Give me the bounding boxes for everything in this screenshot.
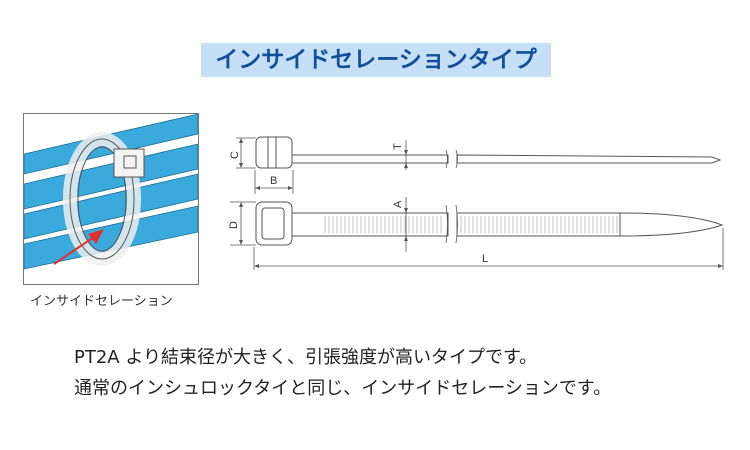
dim-label-d: D	[228, 221, 240, 229]
dim-label-b: B	[270, 175, 277, 187]
description-line-1: PT2A より結束径が大きく、引張強度が高いタイプです。	[74, 347, 538, 368]
dim-label-l: L	[482, 253, 488, 265]
dim-label-t: T	[392, 143, 404, 150]
dim-label-c: C	[229, 151, 241, 159]
photo-caption: インサイドセレーション	[30, 294, 173, 309]
description-line-2: 通常のインシュロックタイと同じ、インサイドセレーションです。	[74, 378, 612, 399]
dim-label-a: A	[392, 200, 404, 208]
product-photo	[23, 113, 199, 285]
page-title: インサイドセレーションタイプ	[201, 43, 551, 77]
